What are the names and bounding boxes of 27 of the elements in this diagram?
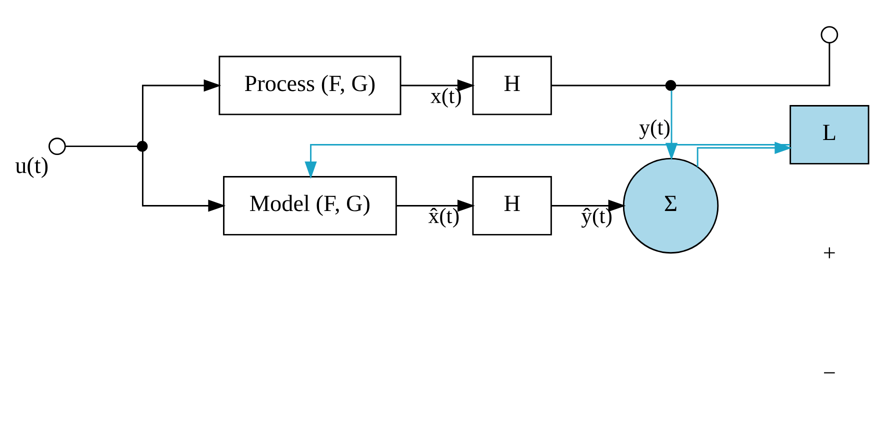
arrow — [396, 199, 475, 212]
node-circle — [820, 26, 838, 43]
arrow — [304, 144, 790, 178]
node-circle — [48, 137, 66, 155]
node-point — [665, 80, 676, 90]
arrow — [696, 141, 792, 166]
node-point — [136, 140, 148, 152]
connector — [551, 84, 666, 86]
node-box: H — [472, 55, 552, 115]
node-box: Process (F, G) — [218, 55, 402, 115]
edge-label: x̂(t) — [428, 204, 460, 228]
edge-label: y(t) — [639, 114, 671, 139]
connector — [66, 145, 138, 147]
edge-label: x(t) — [430, 83, 462, 108]
connector — [676, 42, 830, 86]
node-label: u(t) — [15, 152, 49, 178]
edge-label: ŷ(t) — [581, 204, 612, 228]
arrow — [142, 150, 226, 212]
node-box: Model (F, G) — [223, 176, 397, 235]
node-box: H — [472, 176, 552, 235]
arrow — [142, 78, 222, 142]
label: − — [822, 360, 836, 386]
arrow — [551, 199, 626, 212]
node-box: L — [790, 104, 870, 164]
node-circle: Σ — [622, 157, 719, 254]
arrow — [400, 78, 475, 92]
label: + — [822, 240, 836, 266]
